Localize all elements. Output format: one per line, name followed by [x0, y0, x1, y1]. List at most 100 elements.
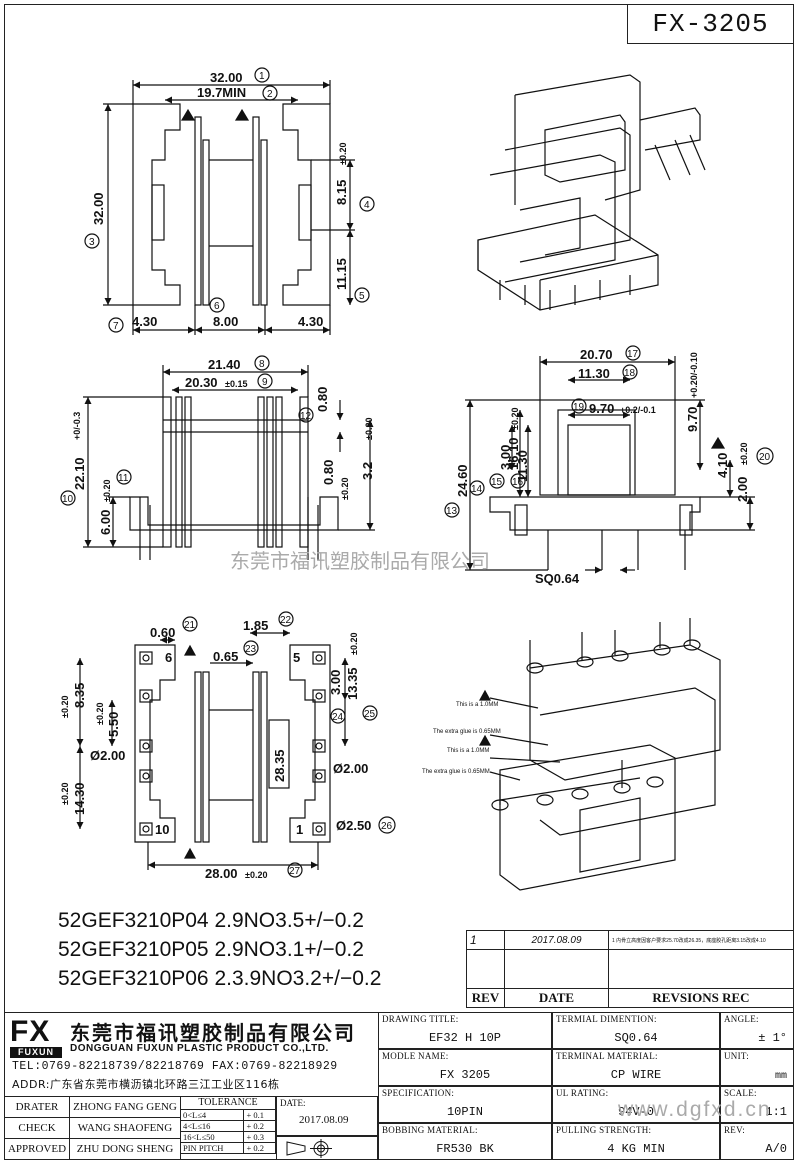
revision-header: REV DATE REVSIONS REC: [466, 988, 794, 1008]
ref-8: 8: [259, 359, 265, 370]
tolerance-value: + 0.2: [243, 1142, 276, 1154]
ref-27: 27: [289, 866, 301, 877]
ref-22: 22: [280, 615, 292, 626]
angle-value: ± 1°: [758, 1031, 787, 1045]
tolerance-value: + 0.1: [243, 1109, 276, 1121]
ref-10: 10: [62, 494, 74, 505]
dim-side-core-v-tol: +0.20/-0.10: [689, 352, 699, 398]
dim-bottom-i: 14.30: [72, 782, 87, 815]
dim-side-height: 24.60: [455, 464, 470, 497]
dim-front-width: 21.40: [208, 357, 241, 372]
ul-rating-value: 94V-0: [617, 1105, 654, 1119]
cell-model-name: MODLE NAME: FX 3205: [378, 1049, 552, 1086]
cell-specification: SPECIFICATION: 10PIN: [378, 1086, 552, 1123]
side-view: [465, 356, 755, 574]
ref-13: 13: [446, 506, 458, 517]
dim-front-top: 0.80: [315, 387, 330, 412]
tolerance-value: + 0.2: [243, 1120, 276, 1132]
watermark-url: www.dgfxd.cn: [618, 1098, 772, 1121]
date-label: DATE:: [280, 1098, 306, 1108]
rev-value: A/0: [765, 1142, 787, 1156]
pin-10: 10: [155, 822, 169, 837]
dim-bottom-c: 0.65: [213, 649, 238, 664]
logo-subtext: FUXUN: [10, 1047, 62, 1058]
ref-18: 18: [624, 368, 636, 379]
dim-front-height: 22.10: [72, 457, 87, 490]
dim-side-core-v: 9.70: [685, 407, 700, 432]
dim-bottom-b: 1.85: [243, 618, 268, 633]
pin-6: 6: [165, 650, 172, 665]
revision-header-date: DATE: [504, 988, 609, 1008]
dim-bottom-j: 28.35: [272, 749, 287, 782]
rev-label: REV:: [724, 1125, 746, 1135]
part-number: FX-3205: [627, 4, 794, 44]
dim-bottom-l: Ø2.50: [336, 818, 371, 833]
ref-11: 11: [118, 473, 129, 484]
revision-rev: 1: [466, 930, 505, 950]
dim-top-width: 32.00: [210, 70, 243, 85]
revision-header-desc: REVSIONS REC: [608, 988, 794, 1008]
variant-list: 52GEF3210P04 2.9NO3.5+/−0.2 52GEF3210P05…: [58, 906, 381, 993]
dim-bottom-m-tol: ±0.20: [245, 870, 267, 880]
ref-7: 7: [113, 321, 119, 332]
dim-bottom-f: 8.35: [72, 683, 87, 708]
dim-window: 8.15: [334, 180, 349, 205]
dim-bottom-g-tol: ±0.20: [95, 703, 105, 725]
ul-rating-label: UL RATING:: [556, 1088, 609, 1098]
ref-9: 9: [262, 377, 268, 388]
cell-terminal-material: TERMINAL MATERIAL: CP WIRE: [552, 1049, 720, 1086]
revision-header-rev: REV: [466, 988, 505, 1008]
dim-bottom-a: 0.60: [150, 625, 175, 640]
dim-side-d: 4.10: [715, 453, 730, 478]
ref-19: 19: [573, 402, 585, 413]
dim-bottom-d: 3.00: [328, 670, 343, 695]
ref-17: 17: [627, 349, 639, 360]
dim-side-b-tol: ±0.20: [510, 408, 520, 430]
name-drater: ZHONG FANG GENG: [69, 1096, 181, 1118]
dim-side-core-tol: +0.2/-0.1: [620, 405, 656, 415]
ref-14: 14: [471, 484, 483, 495]
note-3: This is a 1.0MM: [447, 748, 489, 754]
dim-front-mid-tol: ±0.20: [340, 478, 350, 500]
projection-symbol: [276, 1136, 378, 1160]
company-name-cn: 东莞市福讯塑胶制品有限公司: [70, 1021, 356, 1045]
name-approved: ZHU DONG SHENG: [69, 1138, 181, 1160]
company-logo: FX FUXUN: [10, 1017, 62, 1058]
tolerance-value: + 0.3: [243, 1131, 276, 1143]
model-name-label: MODLE NAME:: [382, 1051, 449, 1061]
dim-side-core: 9.70: [589, 401, 614, 416]
revision-date: 2017.08.09: [504, 930, 609, 950]
tolerance-range: 0<L≤4: [179, 1109, 245, 1121]
terminal-dimention-label: TERMIAL DIMENTION:: [556, 1014, 657, 1024]
dim-front-inner-tol: ±0.15: [225, 379, 247, 389]
dim-bottom-e: 13.35: [345, 667, 360, 700]
unit-label: UNIT:: [724, 1051, 750, 1061]
variant-item: 52GEF3210P06 2.3.9NO3.2+/−0.2: [58, 967, 382, 990]
bottom-view: [76, 629, 349, 870]
ref-12: 12: [300, 411, 312, 422]
ref-20: 20: [759, 452, 771, 463]
ref-1: 1: [259, 71, 265, 82]
dim-side-inner: 11.30: [578, 366, 610, 381]
dim-front-slot: 3.2: [360, 462, 375, 480]
ref-16: 16: [512, 477, 524, 488]
watermark-company: 东莞市福讯塑胶制品有限公司: [230, 549, 490, 573]
role-approved: APPROVED: [4, 1138, 70, 1160]
drawing-title-label: DRAWING TITLE:: [382, 1014, 459, 1024]
dim-bottom-f-tol: ±0.20: [60, 696, 70, 718]
cell-drawing-title: DRAWING TITLE: EF32 H 10P: [378, 1012, 552, 1049]
pin-1: 1: [296, 822, 303, 837]
dim-bottom-m: 28.00: [205, 866, 238, 881]
note-1: This is a 1.0MM: [456, 702, 498, 708]
tolerance-range: PIN PITCH: [179, 1142, 245, 1154]
note-4: The extra glue is 0.65MM: [422, 769, 490, 775]
drawing-title-value: EF32 H 10P: [428, 1031, 501, 1045]
dim-side-e-tol: ±0.20: [739, 443, 749, 465]
specification-value: 10PIN: [446, 1105, 483, 1119]
variant-item: 52GEF3210P04 2.9NO3.5+/−0.2: [58, 909, 364, 932]
bobbing-material-label: BOBBING MATERIAL:: [382, 1125, 478, 1135]
ref-6: 6: [214, 301, 220, 312]
dim-bottom-k: Ø2.00: [333, 761, 368, 776]
cell-rev: REV: A/0: [720, 1123, 794, 1160]
ref-25: 25: [364, 709, 376, 720]
